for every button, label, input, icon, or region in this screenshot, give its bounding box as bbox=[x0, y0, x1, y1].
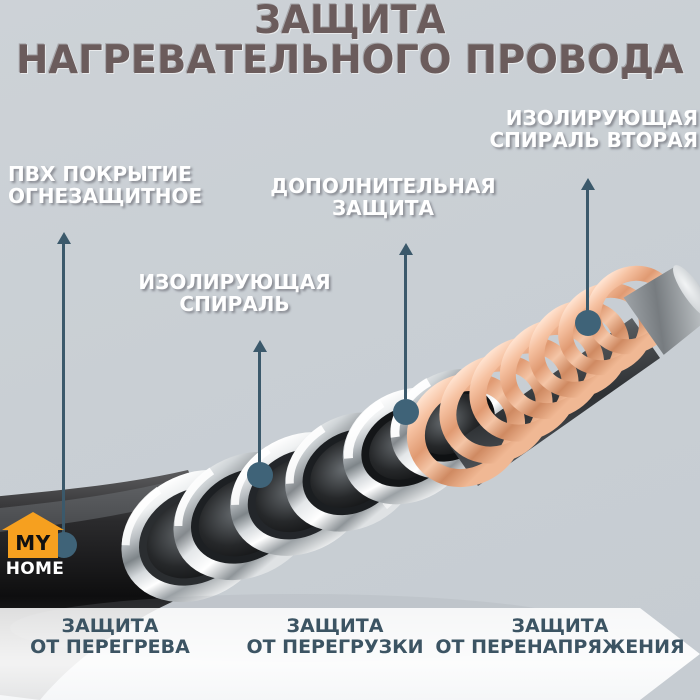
feature-overvoltage-protection: ЗАЩИТА ОТ ПЕРЕНАПРЯЖЕНИЯ bbox=[435, 615, 685, 659]
page-title: ЗАЩИТА НАГРЕВАТЕЛЬНОГО ПРОВОДА bbox=[0, 0, 700, 84]
callout-label-insulating-spiral-second: ИЗОЛИРУЮЩАЯ СПИРАЛЬ ВТОРАЯ bbox=[489, 106, 698, 152]
callout-label-additional-protection: ДОПОЛНИТЕЛЬНАЯ ЗАЩИТА bbox=[270, 174, 496, 220]
title-line-2: НАГРЕВАТЕЛЬНОГО ПРОВОДА bbox=[16, 38, 684, 84]
pointer-stem bbox=[404, 249, 407, 416]
callout-label-pvc-coating: ПВХ ПОКРЫТИЕ ОГНЕЗАЩИТНОЕ bbox=[8, 162, 203, 208]
house-body-shape bbox=[8, 529, 58, 558]
callout-label-insulating-spiral: ИЗОЛИРУЮЩАЯ СПИРАЛЬ bbox=[138, 270, 331, 316]
pointer-dot bbox=[574, 310, 601, 336]
pointer-stem bbox=[62, 238, 65, 549]
brand-logo: MY HOME bbox=[2, 512, 64, 584]
house-roof-shape bbox=[2, 512, 64, 530]
pointer-stem bbox=[586, 184, 589, 327]
pointer-stem bbox=[258, 346, 261, 479]
logo-top-text: MY bbox=[15, 531, 51, 555]
house-icon bbox=[2, 512, 64, 558]
feature-overheat-protection: ЗАЩИТА ОТ ПЕРЕГРЕВА bbox=[30, 615, 190, 659]
feature-overload-protection: ЗАЩИТА ОТ ПЕРЕГРУЗКИ bbox=[246, 615, 424, 659]
title-line-1: ЗАЩИТА bbox=[254, 0, 446, 43]
pointer-dot bbox=[246, 462, 273, 488]
pointer-dot bbox=[392, 399, 419, 425]
bottom-feature-band bbox=[0, 608, 700, 700]
logo-bottom-text: HOME bbox=[5, 559, 65, 579]
